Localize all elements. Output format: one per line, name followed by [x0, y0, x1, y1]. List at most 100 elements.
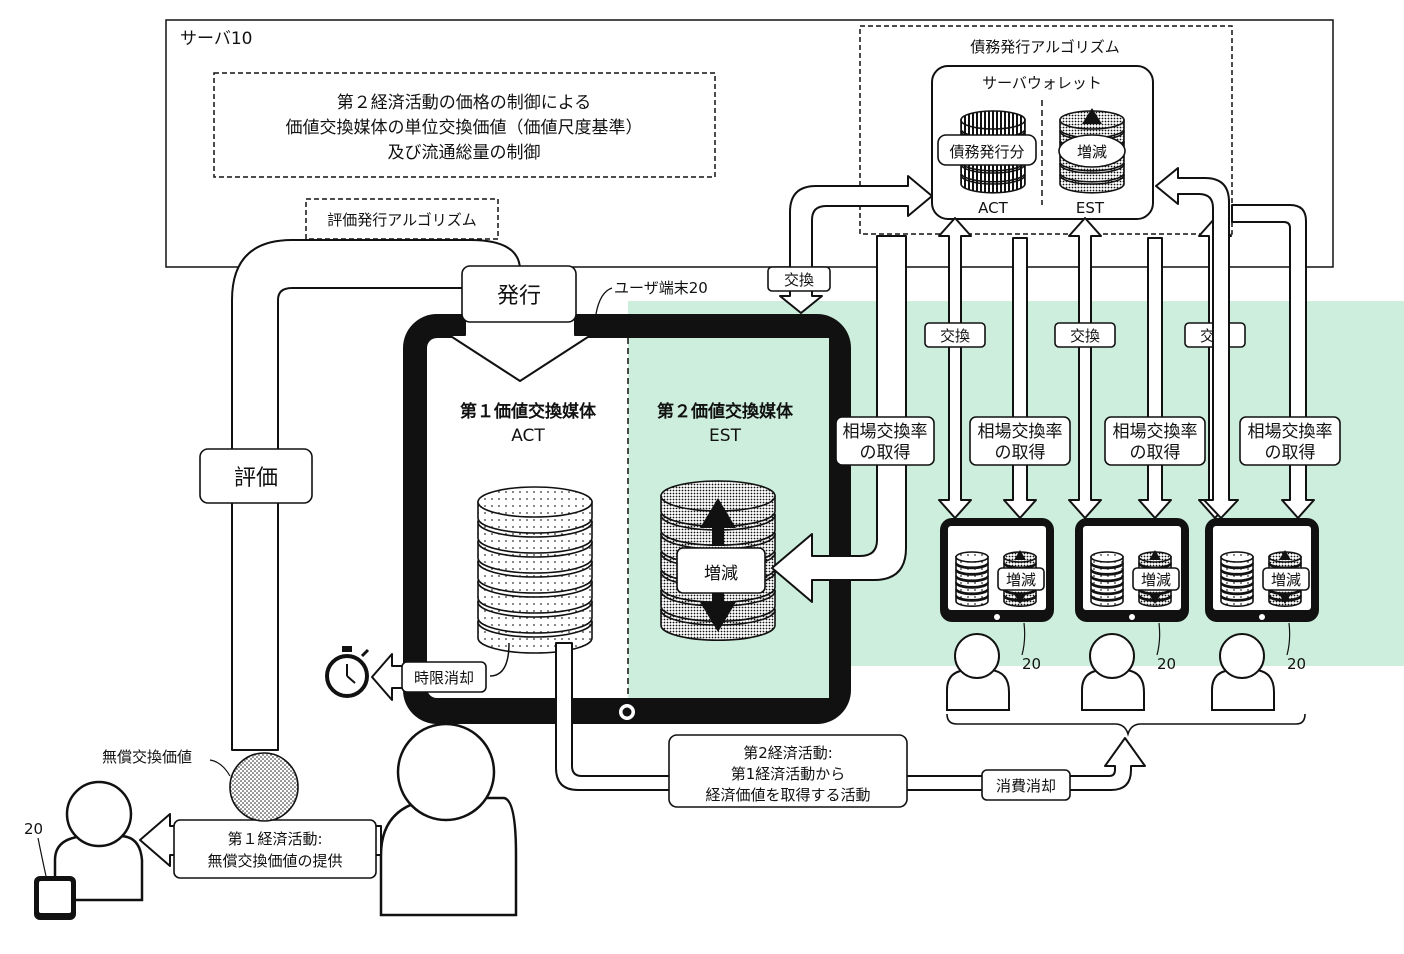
control-line-1: 第２経済活動の価格の制御による: [337, 93, 592, 113]
activity2-tag: [668, 734, 908, 808]
wallet-act-coin: [960, 110, 1026, 139]
exchange-tag-top: [767, 266, 831, 292]
exchange-arrow-top: [779, 175, 933, 314]
server-wallet-label: サーバウォレット: [982, 74, 1102, 92]
eval-algorithm-box: [305, 198, 499, 240]
server-label: サーバ10: [180, 29, 252, 49]
left-user-ref: 20: [24, 820, 43, 838]
media2-title: 第２価値交換媒体: [657, 401, 794, 422]
mini-act-stack: [1220, 551, 1254, 607]
mini-act-stack: [955, 551, 989, 607]
est-change-label: 増減: [704, 564, 738, 584]
consume-tag: [981, 769, 1071, 801]
rate-tag-3: [1239, 416, 1341, 466]
mini-act-coin: [1090, 551, 1124, 568]
est-up-arrow: [700, 498, 736, 545]
rate-line2-2: の取得: [1130, 443, 1181, 463]
rate-tag-1: [969, 416, 1071, 466]
activity1-line1: 第１経済活動:: [227, 830, 322, 848]
debt-algorithm-label: 債務発行アルゴリズム: [970, 38, 1120, 56]
consume-label: 消費消却: [996, 777, 1056, 795]
mini-change-tag: [1262, 567, 1310, 591]
exchange-tag-1: [924, 322, 986, 348]
free-value-coin: [229, 752, 299, 822]
activity2-line2: 第1経済活動から: [731, 765, 846, 783]
free-value-label: 無償交換価値: [102, 748, 192, 766]
mini-est-coin: [1003, 551, 1037, 568]
activity1-line2: 無償交換価値の提供: [207, 852, 342, 870]
wallet-debt-label: 債務発行分: [949, 143, 1024, 161]
left-user-person: [53, 780, 144, 902]
mini-change-label: 増減: [1006, 571, 1036, 589]
mini-act-stack: [1090, 551, 1124, 607]
server-box: [165, 19, 1334, 268]
rate-arrow-2: [1138, 237, 1172, 519]
mini-act-coin: [1220, 551, 1254, 568]
wallet-change-label: 増減: [1077, 143, 1107, 161]
mini-device-ref-2: 20: [1157, 655, 1176, 673]
wallet-change-tag: [1058, 134, 1126, 168]
evaluation-label: 評価: [234, 466, 278, 491]
issue-tag: [461, 265, 577, 323]
wallet-est-label: EST: [1076, 199, 1105, 217]
activity2-line1: 第2経済活動:: [743, 744, 833, 762]
rate-main-line2: の取得: [860, 443, 911, 463]
mini-est-coin: [1138, 551, 1172, 568]
stopwatch-icon: [325, 646, 370, 698]
mini-device-2: 増減: [1075, 518, 1189, 622]
main-user-person: [379, 722, 518, 917]
mini-device-3: 増減: [1205, 518, 1319, 622]
wallet-act-label: ACT: [978, 199, 1008, 217]
mini-device-ref-1: 20: [1022, 655, 1041, 673]
rate-tag-main: [835, 416, 935, 466]
control-line-3: 及び流通総量の制御: [388, 143, 541, 163]
rate-main-line1: 相場交換率: [843, 422, 928, 442]
mini-change-label: 増減: [1271, 571, 1301, 589]
mini-device-ref-3: 20: [1287, 655, 1306, 673]
mini-change-tag: [1132, 567, 1180, 591]
rate-line1-2: 相場交換率: [1113, 422, 1198, 442]
issue-label: 発行: [497, 284, 541, 309]
wallet-debt-tag: [937, 134, 1037, 166]
media1-title: 第１価値交換媒体: [460, 401, 597, 422]
exchange-top-label: 交換: [784, 271, 814, 289]
mini-devices: 増減 20 増減 20 増減 20: [940, 518, 1319, 711]
evaluation-tag: [199, 448, 313, 504]
mini-act-coin: [955, 551, 989, 568]
eval-algorithm-label: 評価発行アルゴリズム: [327, 211, 477, 229]
expire-label: 時限消却: [414, 669, 474, 687]
activity2-line3: 経済価値を取得する活動: [705, 786, 870, 804]
media1-sub: ACT: [511, 426, 545, 446]
rate-line1-1: 相場交換率: [978, 422, 1063, 442]
rate-arrow-1: [1003, 237, 1037, 519]
exchange-arrow-1: [938, 217, 972, 519]
mini-change-tag: [997, 567, 1045, 591]
exchange-arrow-wallet-right: [1155, 167, 1239, 519]
control-box: [213, 72, 716, 178]
est-change-tag: [676, 547, 766, 594]
rate-line2-1: の取得: [995, 443, 1046, 463]
exchange-label-2: 交換: [1070, 327, 1100, 345]
exchange-tag-2: [1054, 322, 1116, 348]
activity2-arrow: [555, 642, 1146, 791]
act-coin-stack: [477, 486, 593, 654]
issue-arrow: [448, 317, 592, 382]
expire-tag: [401, 661, 487, 693]
rate-line2-3: の取得: [1265, 443, 1316, 463]
exchange-label-1: 交換: [940, 327, 970, 345]
mini-change-label: 増減: [1141, 571, 1171, 589]
media2-sub: EST: [709, 426, 742, 446]
expire-arrow: [371, 653, 404, 701]
rate-line1-3: 相場交換率: [1248, 422, 1333, 442]
mini-device-1: 増減: [940, 518, 1054, 622]
user-group-brace: [946, 713, 1306, 737]
left-user-terminal: [34, 876, 76, 920]
wallet-up-arrow: [1082, 108, 1102, 124]
exchange-arrow-2: [1068, 217, 1102, 519]
right-exchange-arrows: 交換相場交換率の取得交換相場交換率の取得交換相場交換率の取得: [924, 167, 1341, 519]
user-terminal-label: ユーザ端末20: [614, 279, 708, 297]
est-down-arrow: [700, 590, 736, 632]
rate-tag-2: [1104, 416, 1206, 466]
